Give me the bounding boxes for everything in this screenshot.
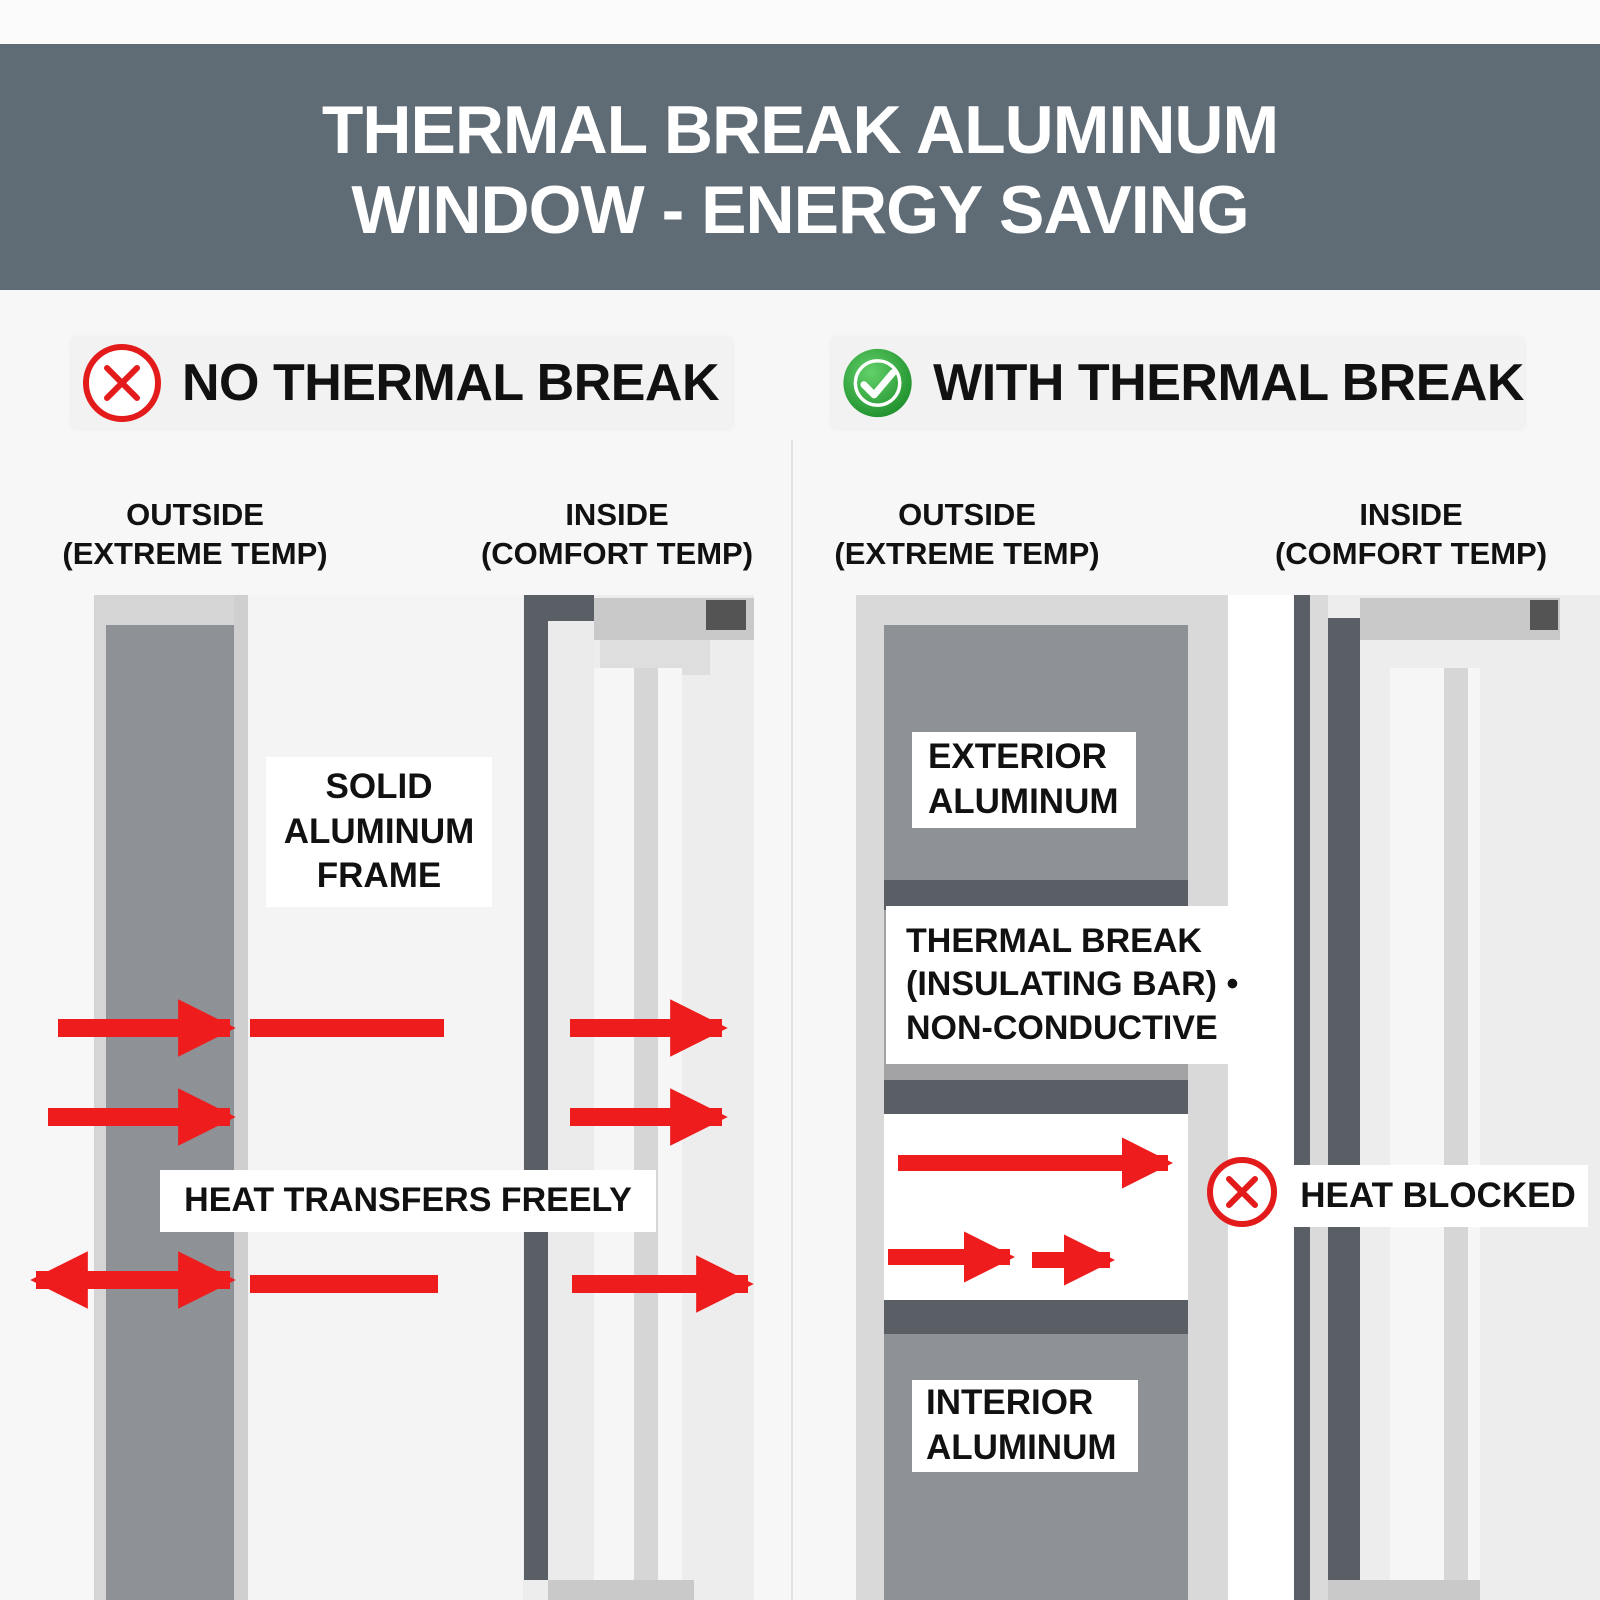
left-frame-section (94, 595, 754, 1600)
interior-aluminum-callout: INTERIOR ALUMINUM (912, 1380, 1138, 1472)
left-outside-label-line-1: OUTSIDE (126, 497, 264, 532)
heat-transfers-freely-callout: HEAT TRANSFERS FREELY (160, 1170, 656, 1232)
left-inside-label-line-1: INSIDE (565, 497, 669, 532)
exterior-aluminum-callout: EXTERIOR ALUMINUM (912, 732, 1136, 828)
exterior-aluminum-line-2: ALUMINUM (928, 782, 1119, 821)
left-panel-heading: NO THERMAL BREAK (72, 338, 732, 428)
exterior-aluminum-line-1: EXTERIOR (928, 737, 1107, 777)
right-outside-label-line-1: OUTSIDE (898, 497, 1036, 532)
right-heat-arrows (888, 1137, 1174, 1286)
solid-aluminum-frame-callout: SOLID ALUMINUM FRAME (266, 757, 492, 907)
left-panel-heading-text: NO THERMAL BREAK (182, 354, 720, 412)
left-inside-label-line-2: (COMFORT TEMP) (480, 535, 754, 571)
right-inside-label-line-2: (COMFORT TEMP) (1274, 535, 1548, 571)
right-inside-label: INSIDE (COMFORT TEMP) (1256, 496, 1566, 574)
left-outside-label-line-2: (EXTREME TEMP) (62, 535, 328, 571)
heat-transfers-freely-text: HEAT TRANSFERS FREELY (184, 1181, 632, 1220)
top-strip (0, 0, 1600, 44)
check-circle-icon (843, 348, 912, 418)
right-frame-section (856, 595, 1600, 1600)
thermal-break-line-3: NON-CONDUCTIVE (906, 1008, 1218, 1047)
solid-aluminum-frame-line-1: SOLID (325, 766, 433, 806)
x-circle-icon (1207, 1157, 1277, 1227)
solid-aluminum-frame-line-2: ALUMINUM (283, 811, 475, 851)
right-panel-heading-text: WITH THERMAL BREAK (933, 354, 1524, 412)
solid-aluminum-frame-line-3: FRAME (316, 856, 442, 896)
heat-blocked-icon (1204, 1154, 1280, 1230)
heat-blocked-callout: HEAT BLOCKED (1288, 1165, 1588, 1227)
title-line-2: WINDOW - ENERGY SAVING (351, 172, 1249, 248)
heat-blocked-text: HEAT BLOCKED (1300, 1175, 1576, 1215)
thermal-break-line-1: THERMAL BREAK (906, 921, 1202, 960)
left-inside-label: INSIDE (COMFORT TEMP) (462, 496, 772, 574)
right-panel-heading: WITH THERMAL BREAK (832, 338, 1524, 428)
left-heat-arrows (30, 999, 754, 1313)
thermal-break-callout: THERMAL BREAK (INSULATING BAR) • NON-CON… (886, 906, 1280, 1064)
panel-divider (791, 440, 793, 1600)
title-banner: THERMAL BREAK ALUMINUM WINDOW - ENERGY S… (0, 44, 1600, 290)
interior-aluminum-line-1: INTERIOR (926, 1383, 1094, 1423)
interior-aluminum-line-2: ALUMINUM (926, 1428, 1117, 1467)
right-outside-label-line-2: (EXTREME TEMP) (834, 535, 1100, 571)
x-circle-icon (83, 344, 161, 422)
right-outside-label: OUTSIDE (EXTREME TEMP) (812, 496, 1122, 574)
thermal-break-line-2: (INSULATING BAR) • (906, 965, 1239, 1004)
right-inside-label-line-1: INSIDE (1359, 497, 1463, 532)
left-outside-label: OUTSIDE (EXTREME TEMP) (40, 496, 350, 574)
title-line-1: THERMAL BREAK ALUMINUM (321, 92, 1279, 168)
